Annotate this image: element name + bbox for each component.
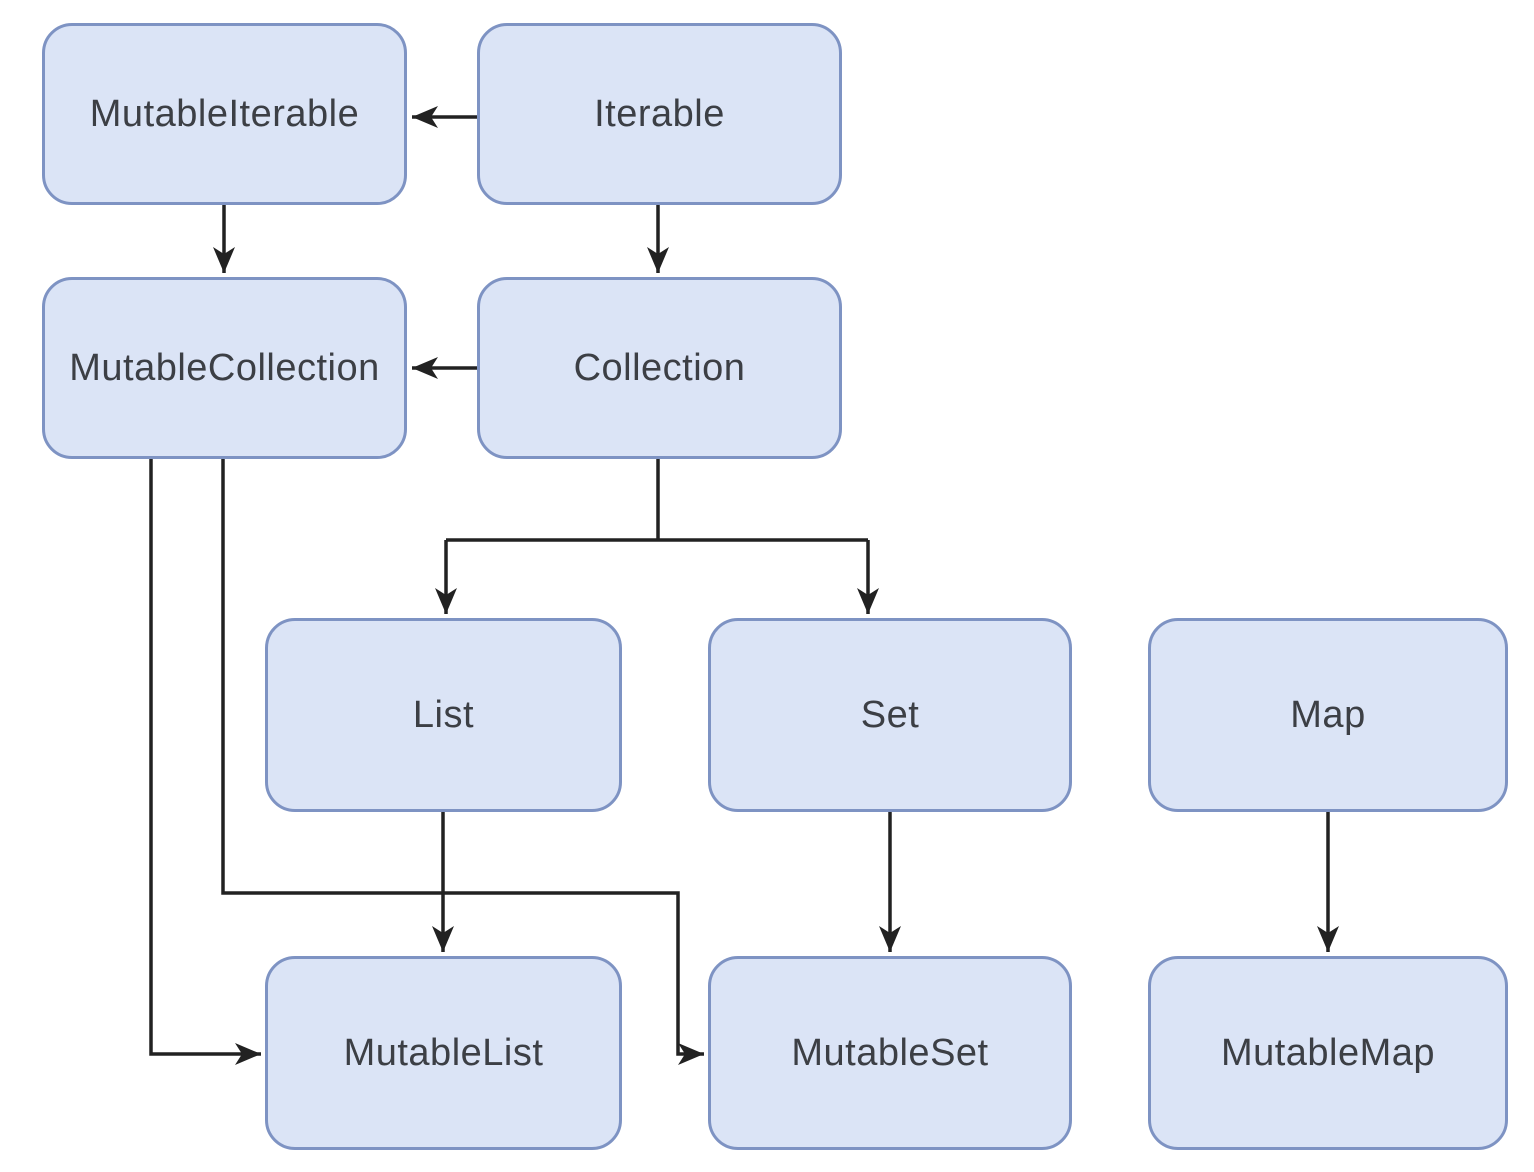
node-mutable-collection: MutableCollection [42,277,407,459]
node-set-label: Set [860,693,920,736]
node-mutable-set: MutableSet [708,956,1072,1150]
node-mutable-list: MutableList [265,956,622,1150]
node-set: Set [708,618,1072,812]
node-mutable-map-label: MutableMap [1220,1031,1436,1074]
node-mutable-map: MutableMap [1148,956,1508,1150]
node-iterable-label: Iterable [594,92,725,135]
node-mutable-list-label: MutableList [343,1031,544,1074]
node-collection: Collection [477,277,842,459]
node-mutable-collection-label: MutableCollection [69,346,380,389]
node-mutable-iterable: MutableIterable [42,23,407,205]
node-collection-label: Collection [573,346,746,389]
node-mutable-iterable-label: MutableIterable [89,92,360,135]
node-map-label: Map [1290,693,1366,736]
node-mutable-set-label: MutableSet [791,1031,989,1074]
node-iterable: Iterable [477,23,842,205]
node-map: Map [1148,618,1508,812]
edge-collection-branch-trunk [446,459,868,542]
node-list: List [265,618,622,812]
edge-mutablecollection-to-mutablelist [149,459,261,1065]
node-list-label: List [412,693,475,736]
